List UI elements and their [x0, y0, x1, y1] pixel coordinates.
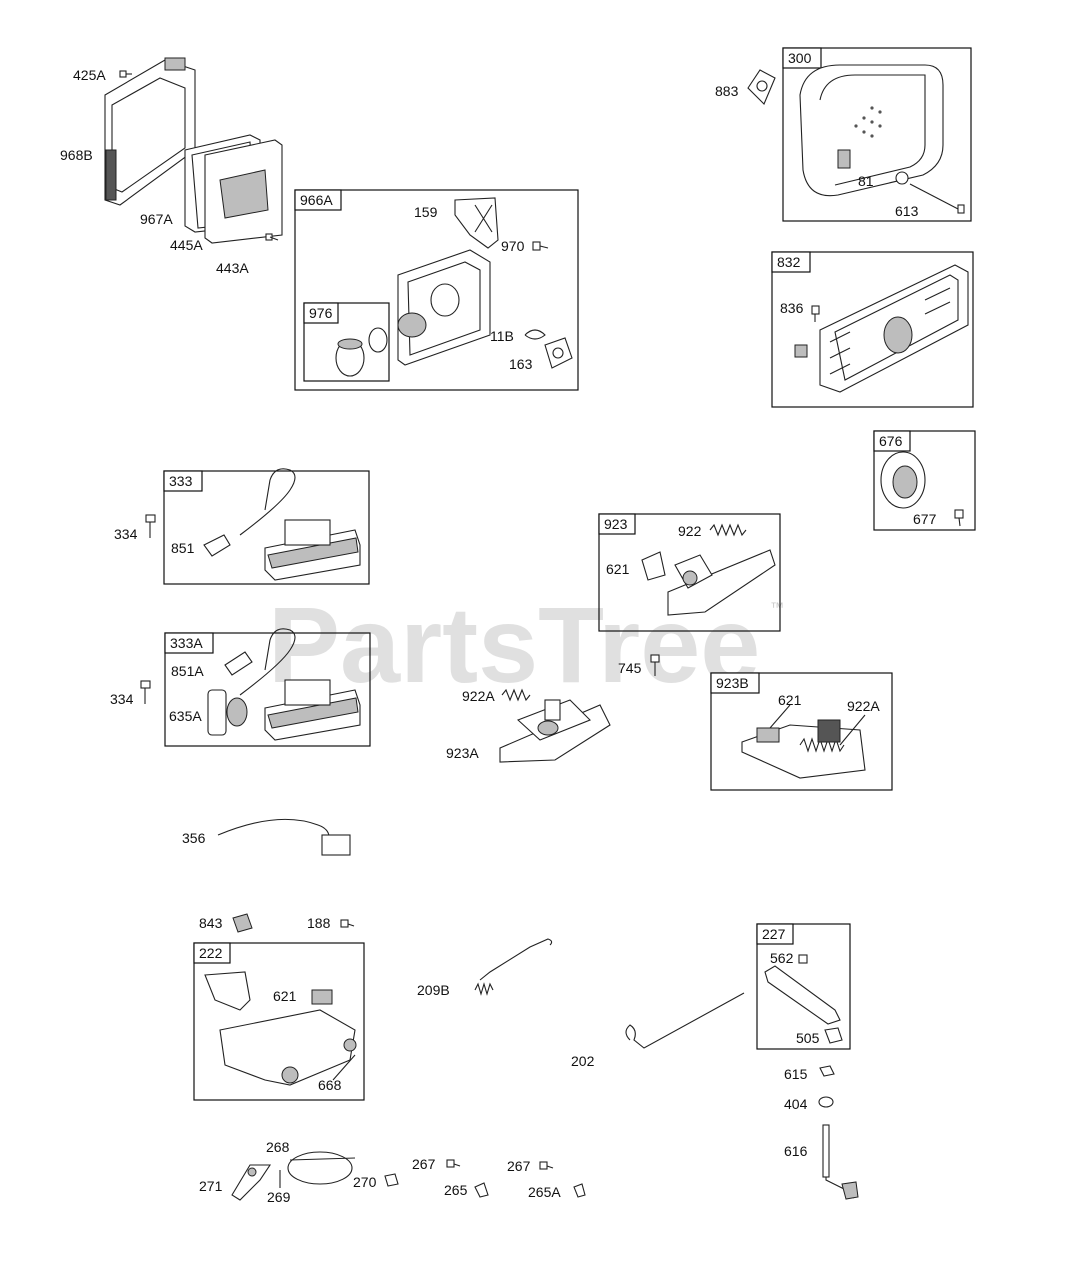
part-883-gasket [747, 69, 776, 105]
label-843: 843 [199, 915, 223, 931]
group-832: 832 [771, 251, 974, 408]
part-923A-drawing [499, 688, 611, 763]
watermark-trademark: ™ [770, 599, 784, 615]
label-267-b: 267 [507, 1158, 531, 1174]
part-209B-spring [474, 938, 553, 996]
group-923: 923 [598, 513, 781, 632]
group-label-966A: 966A [300, 192, 333, 208]
label-635A: 635A [169, 708, 202, 724]
label-883: 883 [715, 83, 739, 99]
part-labels: 425A 968B 967A 445A 443A 159 970 11B 163… [60, 67, 937, 1205]
label-922A-923B: 922A [847, 698, 880, 714]
label-404: 404 [784, 1096, 808, 1112]
group-300: 300 [782, 47, 972, 222]
part-265-clip [474, 1182, 489, 1198]
label-851: 851 [171, 540, 195, 556]
label-445A: 445A [170, 237, 203, 253]
group-966A: 966A 976 [294, 189, 579, 391]
part-188-screw [340, 919, 355, 928]
group-label-333: 333 [169, 473, 193, 489]
label-334-upper: 334 [114, 526, 138, 542]
part-334-screw-lower [140, 680, 151, 704]
label-836: 836 [780, 300, 804, 316]
label-615: 615 [784, 1066, 808, 1082]
label-356: 356 [182, 830, 206, 846]
part-270-nut [384, 1173, 399, 1187]
label-209B: 209B [417, 982, 450, 998]
part-267-screw-b [539, 1161, 554, 1170]
air-cleaner-assembly [104, 57, 283, 244]
label-621-923B: 621 [778, 692, 802, 708]
label-265A: 265A [528, 1184, 561, 1200]
label-11B: 11B [490, 328, 514, 344]
group-label-676: 676 [879, 433, 903, 449]
label-922: 922 [678, 523, 702, 539]
label-271: 271 [199, 1178, 223, 1194]
part-334-screw-upper [145, 514, 156, 538]
label-267-a: 267 [412, 1156, 436, 1172]
group-923B: 923B [710, 672, 893, 791]
group-label-832: 832 [777, 254, 801, 270]
part-265A-clip [573, 1183, 586, 1198]
group-222: 222 [193, 942, 365, 1101]
label-677: 677 [913, 511, 937, 527]
part-968B-drawing [104, 59, 196, 206]
group-label-976: 976 [309, 305, 333, 321]
label-270: 270 [353, 1174, 377, 1190]
part-615-nut [819, 1065, 835, 1077]
label-269: 269 [267, 1189, 291, 1205]
label-265: 265 [444, 1182, 468, 1198]
label-616: 616 [784, 1143, 808, 1159]
part-843 [232, 913, 253, 933]
part-404-washer [818, 1096, 834, 1108]
label-443A: 443A [216, 260, 249, 276]
part-202-link [625, 992, 745, 1049]
group-333: 333 [163, 468, 370, 585]
label-922A: 922A [462, 688, 495, 704]
label-188: 188 [307, 915, 331, 931]
part-443A-screw [265, 233, 279, 241]
group-227: 227 [756, 923, 851, 1050]
part-268-cable [287, 1151, 356, 1185]
group-label-222: 222 [199, 945, 223, 961]
leader-lines [279, 704, 866, 1188]
group-333A: 333A [164, 628, 371, 747]
label-613: 613 [895, 203, 919, 219]
label-621-923: 621 [606, 561, 630, 577]
part-356-wire [217, 818, 351, 856]
label-202: 202 [571, 1053, 595, 1069]
label-268: 268 [266, 1139, 290, 1155]
label-923A: 923A [446, 745, 479, 761]
part-745-screw [650, 654, 660, 676]
label-159: 159 [414, 204, 438, 220]
label-970: 970 [501, 238, 525, 254]
label-334-lower: 334 [110, 691, 134, 707]
label-668: 668 [318, 1077, 342, 1093]
group-label-923: 923 [604, 516, 628, 532]
label-967A: 967A [140, 211, 173, 227]
part-271-lever [231, 1164, 272, 1201]
part-425A-screw [119, 70, 132, 78]
label-425A: 425A [73, 67, 106, 83]
part-267-screw-a [446, 1159, 461, 1168]
group-label-227: 227 [762, 926, 786, 942]
part-616-lever [822, 1124, 859, 1200]
label-745: 745 [618, 660, 642, 676]
label-851A: 851A [171, 663, 204, 679]
group-label-333A: 333A [170, 635, 203, 651]
group-label-923B: 923B [716, 675, 749, 691]
label-81: 81 [858, 173, 874, 189]
label-505: 505 [796, 1030, 820, 1046]
label-562: 562 [770, 950, 794, 966]
label-621-222: 621 [273, 988, 297, 1004]
group-676: 676 [873, 430, 976, 531]
label-968B: 968B [60, 147, 93, 163]
group-label-300: 300 [788, 50, 812, 66]
part-159-drawing [454, 197, 499, 249]
label-163: 163 [509, 356, 533, 372]
